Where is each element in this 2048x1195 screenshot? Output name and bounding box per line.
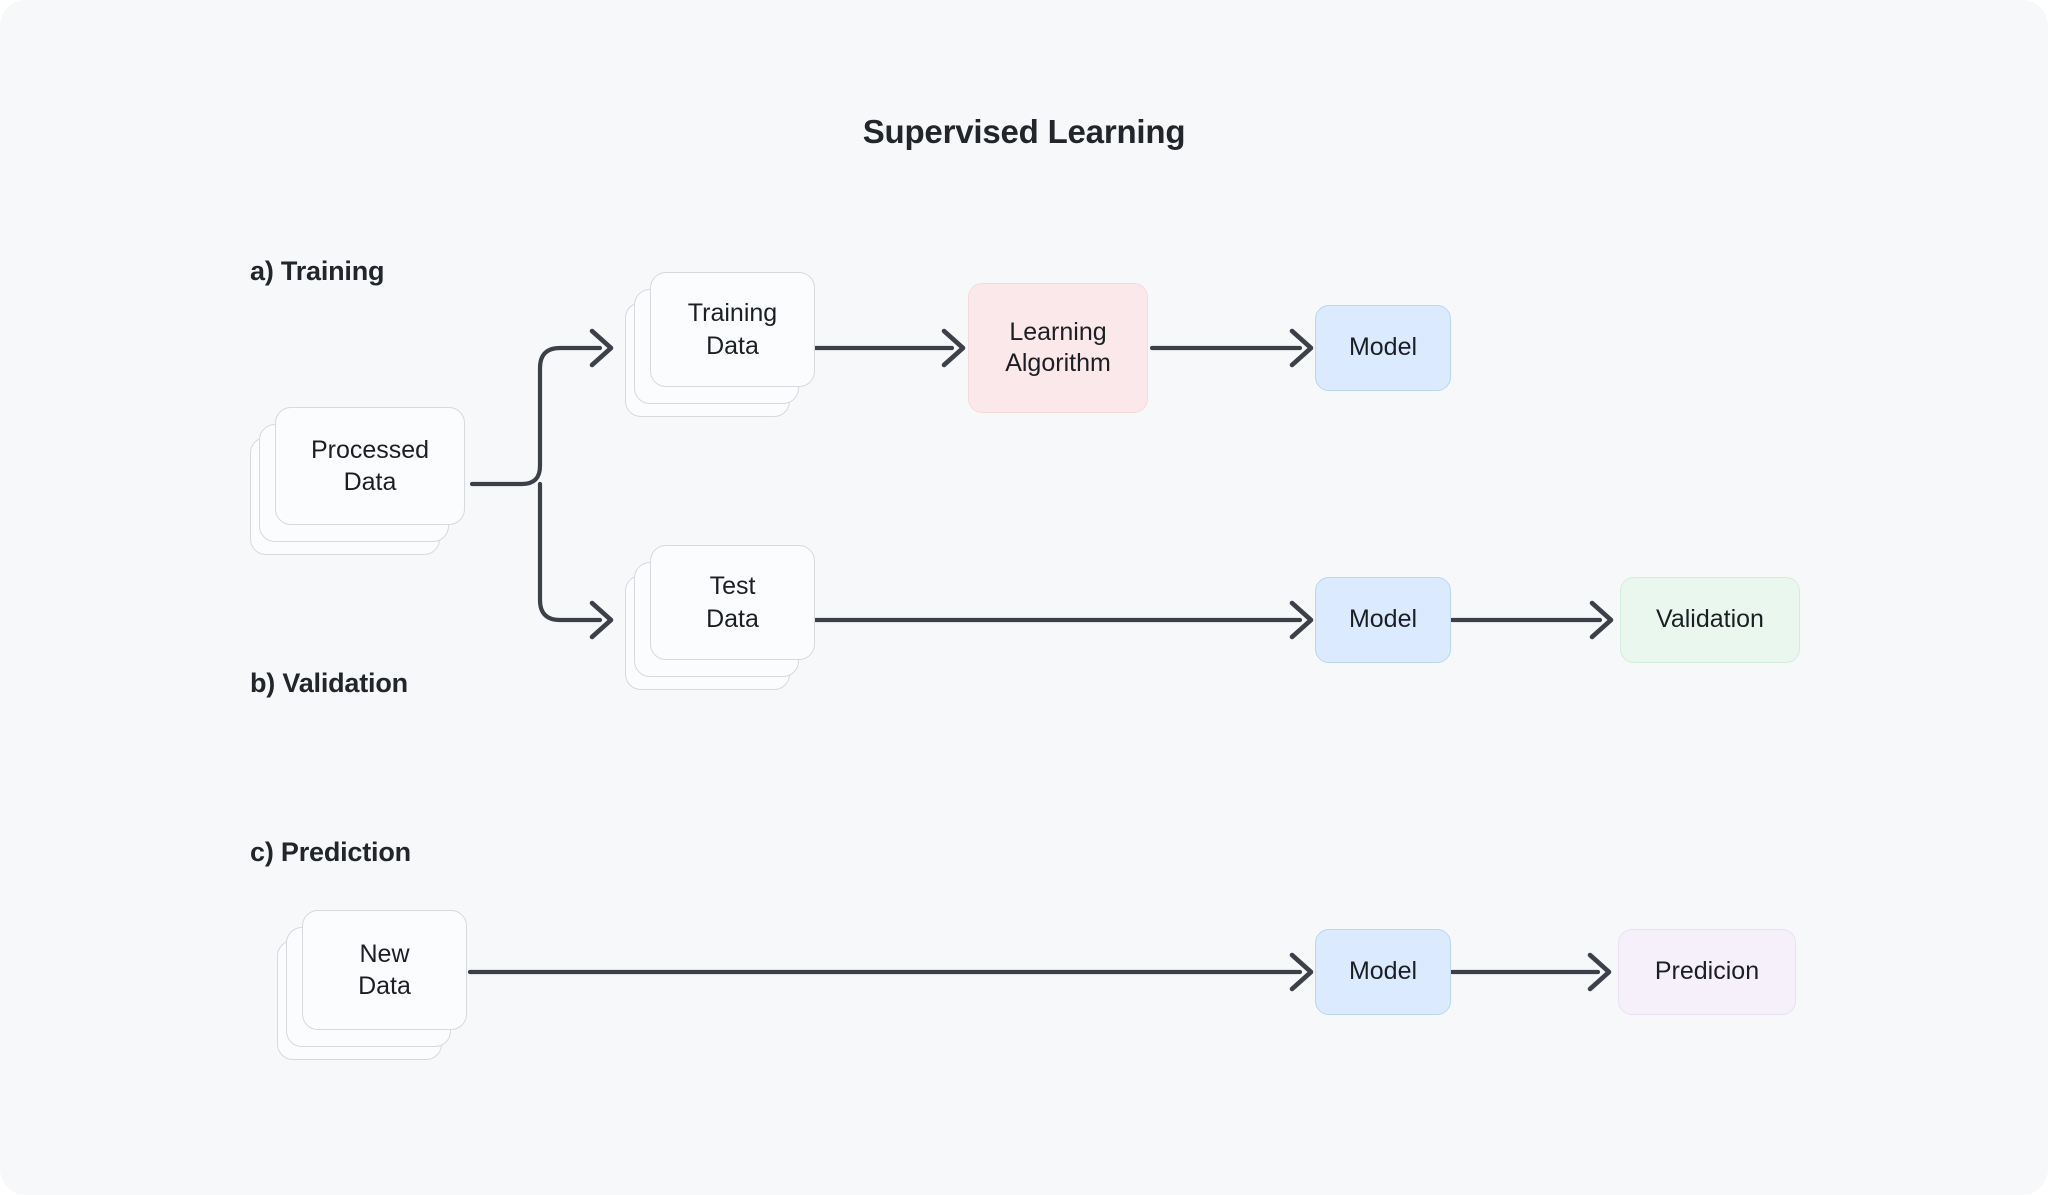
node-learning-algorithm[interactable]: Learning Algorithm <box>968 283 1148 413</box>
node-prediction-output-label: Predicion <box>1654 957 1760 986</box>
page-title: Supervised Learning <box>862 113 1186 150</box>
node-test-data-label: Test Data <box>650 545 815 660</box>
edge-model-to-prediction <box>1449 952 1612 992</box>
node-prediction-output[interactable]: Predicion <box>1618 929 1796 1015</box>
edge-test-to-model <box>809 600 1314 640</box>
section-label-training: a) Training <box>250 256 385 286</box>
edge-processed-to-test <box>537 481 614 640</box>
node-learning-algorithm-label: Learning Algorithm <box>1005 317 1111 378</box>
node-test-data[interactable]: Test Data <box>625 545 815 690</box>
node-model-prediction[interactable]: Model <box>1315 929 1451 1015</box>
edge-model-to-validation <box>1449 600 1614 640</box>
node-model-training[interactable]: Model <box>1315 305 1451 391</box>
node-processed-data-label: Processed Data <box>275 407 465 525</box>
edge-processed-to-training <box>469 328 614 487</box>
node-validation-output-label: Validation <box>1656 605 1764 634</box>
edge-algorithm-to-model <box>1149 328 1314 368</box>
node-model-prediction-label: Model <box>1348 957 1418 986</box>
node-new-data-label: New Data <box>302 910 467 1030</box>
edge-training-to-algorithm <box>809 328 966 368</box>
edge-newdata-to-model <box>467 952 1314 992</box>
node-validation-output[interactable]: Validation <box>1620 577 1800 663</box>
node-training-data[interactable]: Training Data <box>625 272 815 417</box>
section-label-prediction: c) Prediction <box>250 837 411 867</box>
node-model-training-label: Model <box>1348 333 1418 362</box>
node-model-validation[interactable]: Model <box>1315 577 1451 663</box>
section-label-validation: b) Validation <box>250 668 408 698</box>
node-training-data-label: Training Data <box>650 272 815 387</box>
node-processed-data[interactable]: Processed Data <box>250 407 465 555</box>
node-new-data[interactable]: New Data <box>277 910 467 1060</box>
node-model-validation-label: Model <box>1348 605 1418 634</box>
